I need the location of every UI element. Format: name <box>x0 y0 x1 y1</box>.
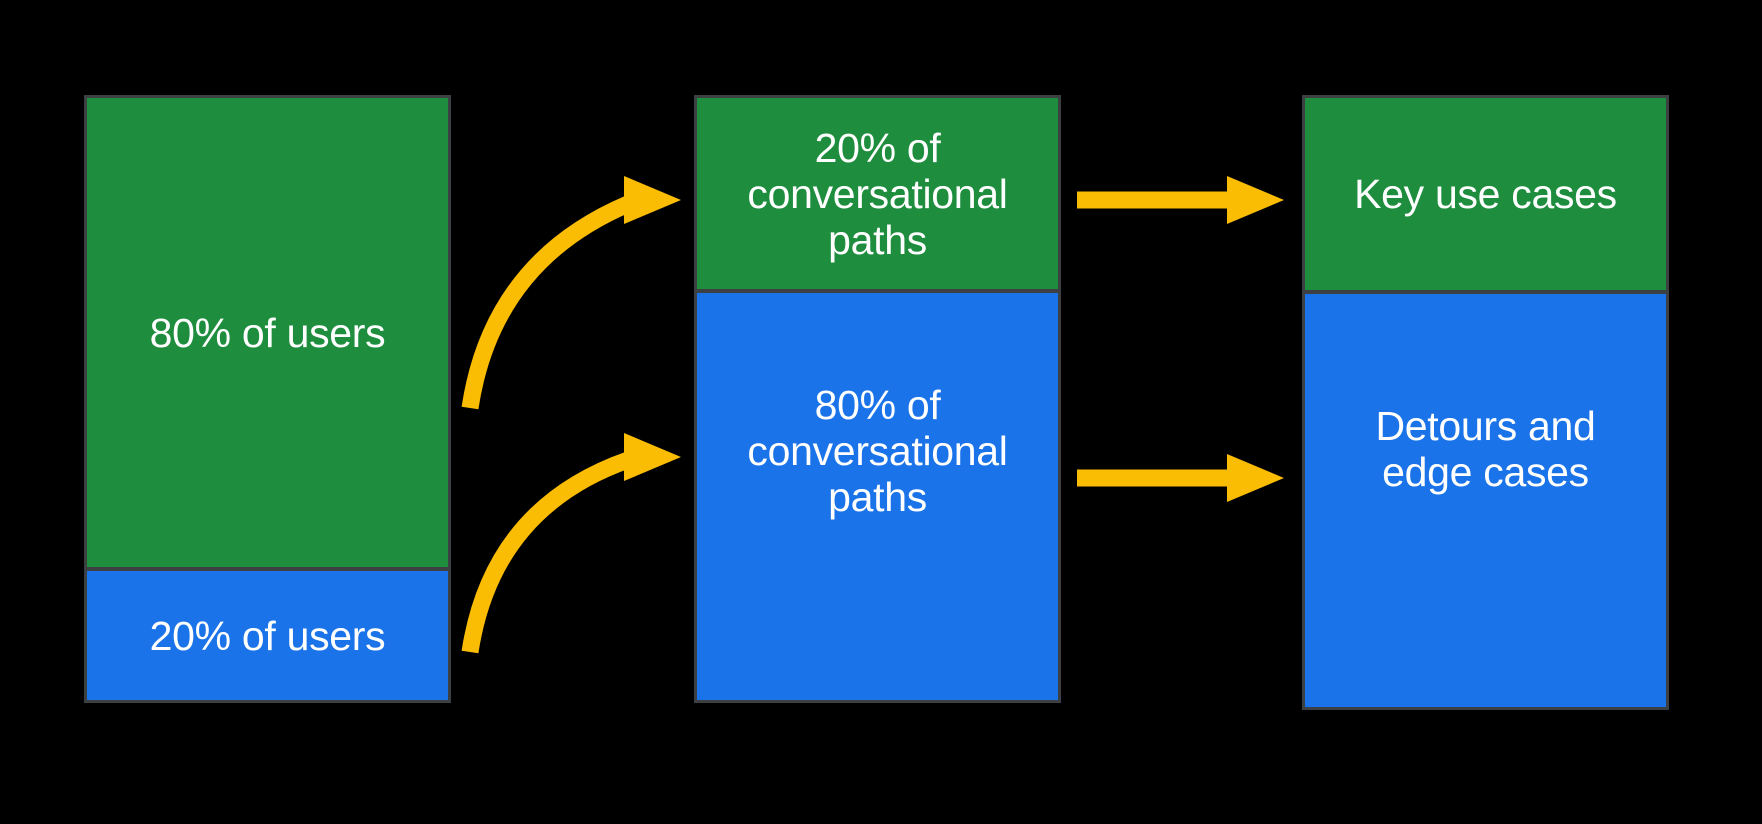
segment-label: Detours and edge cases <box>1375 403 1595 495</box>
segment-label: Key use cases <box>1354 171 1617 217</box>
segment-label: 80% of users <box>150 310 386 356</box>
label-line: 20% of users <box>149 612 386 659</box>
straight-arrow-top-icon <box>1077 176 1284 224</box>
label-line: paths <box>828 473 927 520</box>
segment-detours-edge-cases: Detours and edge cases <box>1305 290 1666 707</box>
bar-conversational-paths: 20% of conversational paths 80% of conve… <box>694 95 1061 703</box>
segment-users-minority: 20% of users <box>87 567 448 700</box>
label-line: Key use cases <box>1354 171 1617 217</box>
segment-key-use-cases: Key use cases <box>1305 98 1666 290</box>
segment-paths-minority: 20% of conversational paths <box>697 98 1058 289</box>
segment-paths-majority: 80% of conversational paths <box>697 289 1058 700</box>
curved-arrow-top-icon <box>461 176 681 410</box>
label-line: conversational <box>747 170 1008 217</box>
segment-label: 80% of conversational paths <box>747 382 1007 520</box>
segment-label: 20% of conversational paths <box>747 125 1007 263</box>
label-line: 80% of users <box>149 309 386 356</box>
bar-outcomes: Key use cases Detours and edge cases <box>1302 95 1669 710</box>
label-line: 20% of <box>814 124 941 171</box>
label-line: Detours and <box>1375 402 1596 449</box>
segment-label: 20% of users <box>150 613 386 659</box>
label-line: edge cases <box>1382 448 1589 495</box>
label-line: conversational <box>747 427 1008 474</box>
curved-arrow-bottom-icon <box>461 433 681 654</box>
straight-arrow-bottom-icon <box>1077 454 1284 502</box>
bar-users: 80% of users 20% of users <box>84 95 451 703</box>
label-line: paths <box>828 216 927 263</box>
label-line: 80% of <box>814 381 941 428</box>
segment-users-majority: 80% of users <box>87 98 448 567</box>
